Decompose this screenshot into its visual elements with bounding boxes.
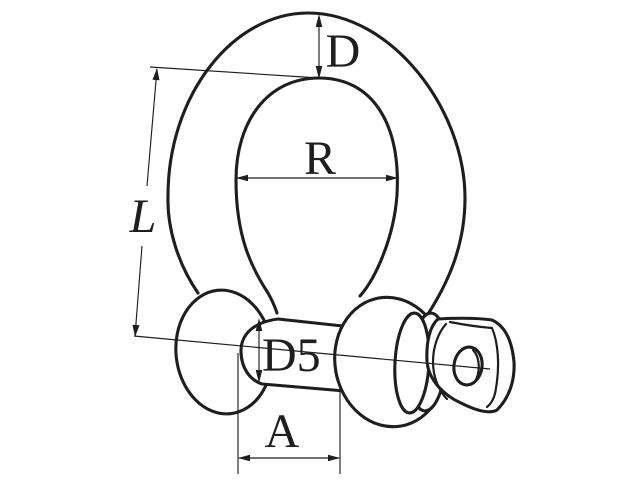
arrowhead-D5-top (255, 318, 263, 331)
dimension-R (236, 174, 398, 182)
dim-line-L-lower (134, 245, 143, 337)
bow-inner-contour-left (234, 76, 321, 315)
arrowhead-R-left (236, 174, 248, 182)
pin-head-inner-edge-left (431, 322, 449, 401)
ext-line-L-top (149, 66, 320, 79)
dim-label-L: L (129, 190, 157, 243)
dimension-annotations: D R L D5 A (129, 14, 491, 474)
dim-label-R: R (304, 132, 336, 185)
pin-head-hole-chamfer (471, 348, 480, 385)
dimension-D (315, 14, 323, 79)
bow-outer-contour (166, 11, 467, 316)
arrowhead-L-bottom (132, 324, 140, 337)
dim-label-D5: D5 (262, 329, 321, 382)
dim-line-L-upper (146, 68, 158, 187)
dimension-A (237, 353, 341, 474)
dimension-L (132, 66, 320, 337)
arrowhead-D-bottom (315, 66, 323, 79)
arrowhead-D5-bottom (255, 370, 263, 383)
arrowhead-A-left (238, 454, 250, 462)
arrowhead-A-right (328, 454, 340, 462)
arrowhead-D-top (315, 14, 323, 27)
arrowhead-R-right (386, 174, 398, 182)
pin-centerline (133, 335, 491, 370)
dim-label-D: D (326, 25, 361, 78)
shackle-body (166, 11, 516, 429)
arrowhead-L-top (152, 68, 160, 81)
bow-inner-contour-right (317, 76, 399, 298)
pin-shaft (239, 317, 354, 393)
pin-head-inner-edge-right (448, 320, 500, 409)
dim-label-A: A (265, 405, 300, 458)
dimension-D5 (255, 318, 263, 383)
